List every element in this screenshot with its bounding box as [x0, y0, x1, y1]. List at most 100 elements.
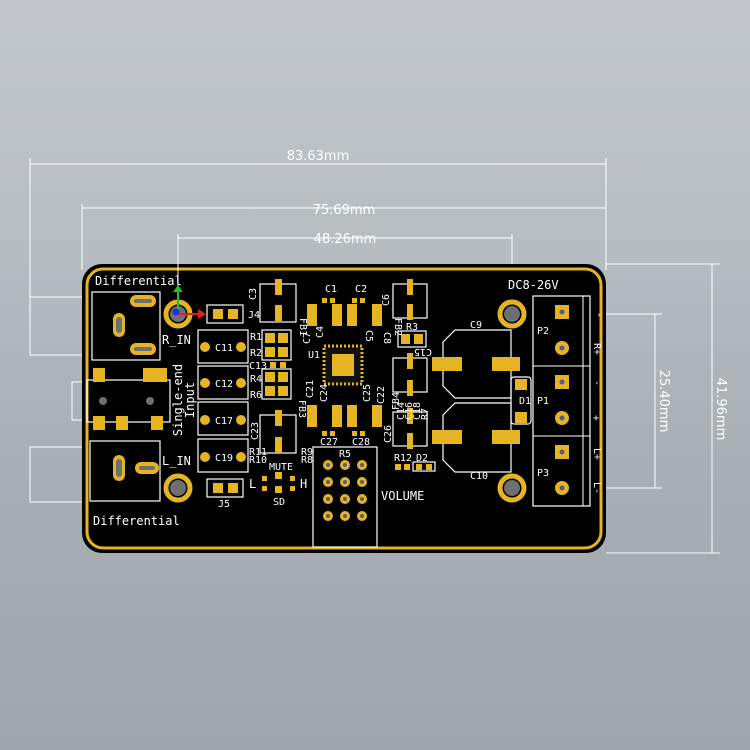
label-r7: R7 [420, 408, 431, 420]
label-c11: C11 [215, 343, 233, 354]
volume-pot-outline [312, 446, 378, 548]
label-fb3: FB3 [296, 400, 307, 418]
label-differential-bottom: Differential [93, 514, 180, 528]
label-mute: MUTE [269, 462, 293, 473]
label-r5: R5 [339, 449, 351, 460]
differential-connector-top [91, 291, 161, 361]
label-c2: C2 [355, 284, 367, 295]
label-c19: C19 [215, 453, 233, 464]
mounting-hole [497, 473, 527, 503]
label-r11: R11 [249, 447, 267, 458]
pot-pad-hole [326, 463, 330, 467]
label-c23: C23 [250, 422, 261, 440]
label-c6: C6 [381, 294, 392, 306]
pot-pad-hole [360, 480, 364, 484]
label-c27: C27 [320, 437, 338, 448]
label-l: L [249, 477, 256, 491]
pot-pad-hole [326, 480, 330, 484]
label-terminal-l-plus: L+ [591, 448, 602, 460]
label-fb4: FB4 [391, 392, 402, 410]
label-sd: SD [273, 497, 285, 508]
terminal-block [532, 295, 591, 507]
pot-pad-hole [343, 463, 347, 467]
label-terminal-minus-top: - [593, 312, 604, 318]
label-c18: C18 [412, 402, 423, 420]
origin-axes-icon [172, 262, 206, 319]
label-r8: R8 [301, 455, 313, 466]
pot-pad-hole [360, 497, 364, 501]
label-terminal-plus: + [593, 413, 599, 424]
pcb-board [82, 264, 606, 553]
label-j5: J5 [218, 499, 230, 510]
pot-pad-hole [343, 497, 347, 501]
label-c22: C22 [376, 386, 387, 404]
label-r10: R10 [249, 455, 267, 466]
label-volume: VOLUME [381, 489, 424, 503]
label-terminal-r-plus: R+ [591, 343, 602, 355]
label-c21: C21 [305, 380, 316, 398]
label-r1: R1 [250, 332, 262, 343]
label-d2: D2 [416, 453, 428, 464]
label-u1: U1 [308, 350, 320, 361]
pot-pad-hole [343, 480, 347, 484]
dim-hole-spacing: 48.26mm [314, 232, 377, 247]
label-c24: C24 [319, 384, 330, 402]
label-c7: C7 [302, 332, 313, 344]
label-c14: C14 [396, 402, 407, 420]
dim-terminal-pitch: 25.40mm [656, 370, 671, 433]
label-r-in: R_IN [162, 333, 191, 347]
pot-pad-hole [360, 463, 364, 467]
label-c25: C25 [362, 384, 373, 402]
label-c12: C12 [215, 379, 233, 390]
label-terminal-l-minus: L- [591, 482, 602, 494]
label-r6: R6 [250, 390, 262, 401]
label-r3: R3 [406, 322, 418, 333]
label-terminal-minus: - [591, 380, 602, 386]
label-single-end: Single-end [171, 364, 185, 436]
label-c3: C3 [248, 288, 259, 300]
label-r9: R9 [301, 447, 313, 458]
label-c4: C4 [315, 326, 326, 338]
dim-board-width: 75.69mm [313, 203, 376, 218]
dimension-lines [29, 158, 720, 554]
label-l-in: L_IN [162, 454, 191, 468]
u1-chip [322, 344, 364, 386]
label-j4: J4 [248, 310, 260, 321]
label-c17: C17 [215, 416, 233, 427]
pot-pad-hole [326, 514, 330, 518]
label-p2: P2 [537, 326, 549, 337]
amplifier-caps [307, 298, 382, 436]
label-differential-top: Differential [95, 274, 182, 288]
input-capacitors [197, 329, 249, 473]
dim-overall-width: 83.63mm [287, 149, 350, 164]
resistor-array [259, 279, 297, 454]
volume-pot-pads [323, 460, 367, 521]
power-capacitors [432, 329, 532, 473]
pot-pad-hole [360, 514, 364, 518]
label-r2: R2 [250, 348, 262, 359]
mounting-hole [497, 299, 527, 329]
label-c15: C15 [414, 346, 432, 357]
label-fb1: FB1 [297, 318, 308, 336]
label-c13: C13 [249, 361, 267, 372]
label-r12: R12 [394, 453, 412, 464]
label-c26: C26 [383, 425, 394, 443]
label-c10: C10 [470, 471, 488, 482]
label-c5: C5 [363, 330, 374, 342]
mounting-hole [163, 473, 193, 503]
differential-connector-bottom [89, 440, 161, 502]
label-d1: D1 [519, 396, 531, 407]
label-p1: P1 [537, 396, 549, 407]
label-power-input: DC8-26V [508, 278, 559, 292]
mute-jumper [262, 472, 295, 493]
label-c9: C9 [470, 320, 482, 331]
single-end-connector [86, 368, 171, 430]
label-input: Input [183, 382, 197, 418]
label-h: H [300, 477, 307, 491]
pot-pad-hole [343, 514, 347, 518]
label-c1: C1 [325, 284, 337, 295]
dim-board-height: 41.96mm [713, 378, 728, 441]
ferrite-beads [392, 279, 436, 472]
pot-pad-hole [326, 497, 330, 501]
